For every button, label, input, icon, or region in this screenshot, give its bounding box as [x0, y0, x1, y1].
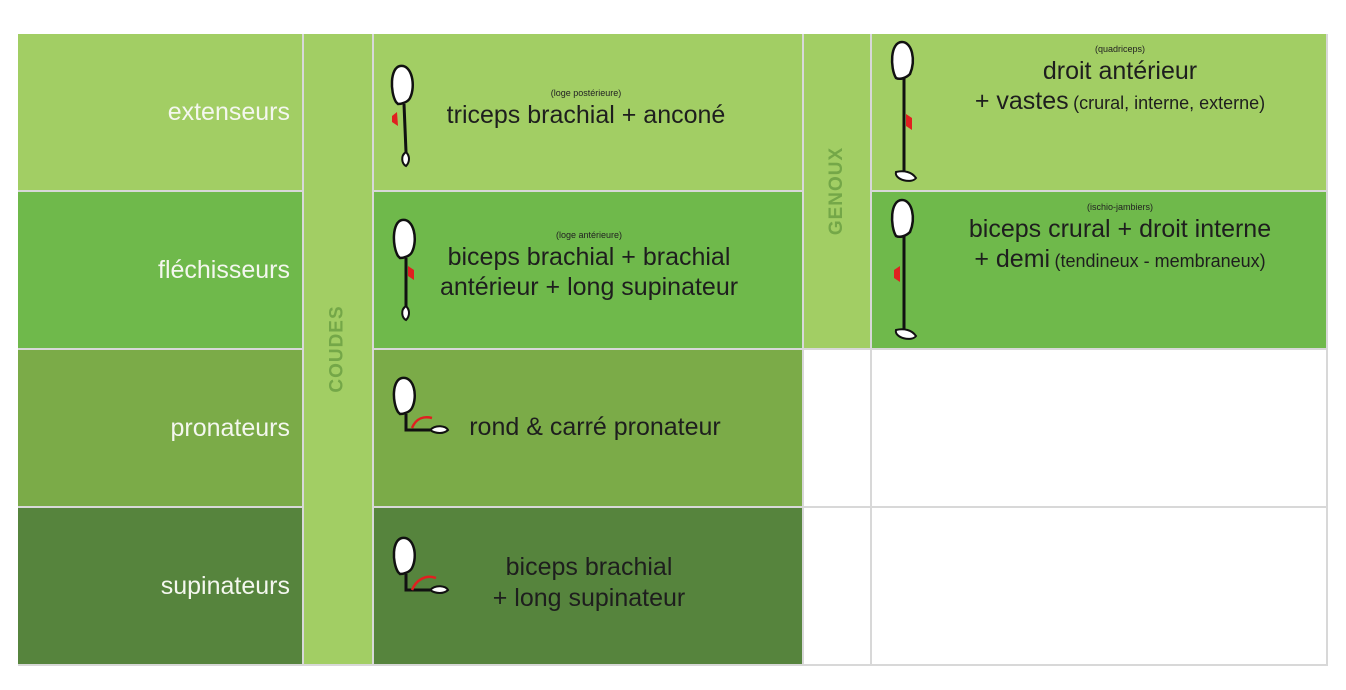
- elbow-flechisseurs-cell: (loge antérieure) biceps brachial + brac…: [374, 192, 804, 350]
- knee-extenseurs-line2-main: + vastes: [974, 87, 1069, 116]
- forearm-rotation-icon: [392, 536, 450, 594]
- knee-flechisseurs-line1: biceps crural + droit interne: [968, 214, 1272, 243]
- coudes-label: COUDES: [327, 305, 349, 393]
- arm-icon: [392, 218, 416, 322]
- coudes-band: COUDES: [304, 34, 374, 666]
- row-label-text: fléchisseurs: [158, 255, 290, 284]
- knee-extenseurs-cell: (quadriceps) droit antérieur + vastes (c…: [872, 34, 1328, 192]
- row-label-text: extenseurs: [167, 97, 290, 126]
- elbow-supinateurs-cell: biceps brachial + long supinateur: [374, 508, 804, 666]
- leg-icon: [890, 40, 918, 182]
- forearm-rotation-icon: [392, 376, 450, 434]
- knee-extenseurs-line1: droit antérieur: [1042, 56, 1198, 85]
- arm-icon: [390, 64, 414, 168]
- elbow-extenseurs-muscles: triceps brachial + anconé: [446, 100, 726, 129]
- empty-cell: [804, 508, 872, 666]
- row-label-pronateurs: pronateurs: [18, 350, 304, 508]
- elbow-supinateurs-line2: + long supinateur: [492, 583, 686, 612]
- knee-extenseurs-line2-detail: (crural, interne, externe): [1073, 93, 1266, 114]
- genoux-band: GENOUX: [804, 34, 872, 350]
- leg-icon: [890, 198, 918, 340]
- elbow-pronateurs-cell: rond & carré pronateur: [374, 350, 804, 508]
- genoux-label: GENOUX: [826, 146, 848, 236]
- elbow-flechisseurs-line2: antérieur + long supinateur: [439, 273, 739, 302]
- knee-extenseurs-note: (quadriceps): [1094, 44, 1146, 54]
- row-label-supinateurs: supinateurs: [18, 508, 304, 666]
- elbow-extenseurs-note: (loge postérieure): [550, 88, 622, 98]
- row-label-text: supinateurs: [160, 571, 290, 600]
- row-label-extenseurs: extenseurs: [18, 34, 304, 192]
- row-label-flechisseurs: fléchisseurs: [18, 192, 304, 350]
- knee-flechisseurs-note: (ischio-jambiers): [1086, 202, 1153, 212]
- knee-flechisseurs-line2-main: + demi: [974, 245, 1051, 274]
- knee-flechisseurs-cell: (ischio-jambiers) biceps crural + droit …: [872, 192, 1328, 350]
- row-label-text: pronateurs: [170, 413, 290, 442]
- elbow-supinateurs-line1: biceps brachial: [505, 553, 673, 581]
- empty-cell: [872, 350, 1328, 508]
- elbow-flechisseurs-note: (loge antérieure): [555, 230, 623, 240]
- elbow-pronateurs-muscles: rond & carré pronateur: [469, 413, 721, 441]
- knee-flechisseurs-line2-detail: (tendineux - membraneux): [1054, 251, 1266, 272]
- elbow-flechisseurs-line1: biceps brachial + brachial: [447, 242, 731, 271]
- empty-cell: [804, 350, 872, 508]
- elbow-extenseurs-cell: (loge postérieure) triceps brachial + an…: [374, 34, 804, 192]
- empty-cell: [872, 508, 1328, 666]
